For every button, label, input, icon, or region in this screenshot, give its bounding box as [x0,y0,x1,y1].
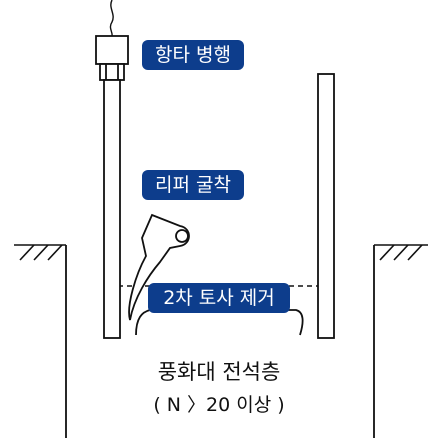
left-sheet-pile [103,79,121,339]
soil-removal-label: 2차 토사 제거 [148,283,290,313]
hammer-cable [109,0,114,37]
ground-surface-right [374,244,428,261]
ripper-tooth [128,213,190,321]
pile-driving-label: 항타 병행 [142,40,244,70]
ground-layer-name: 풍화대 전석층 [157,360,281,384]
pile-driver-hammer [95,35,129,81]
ripper-excavation-label: 리퍼 굴착 [142,170,244,200]
right-sheet-pile [317,73,335,339]
ground-condition: ( N 〉20 이상 ) [153,394,285,416]
ground-surface-left [14,244,66,261]
